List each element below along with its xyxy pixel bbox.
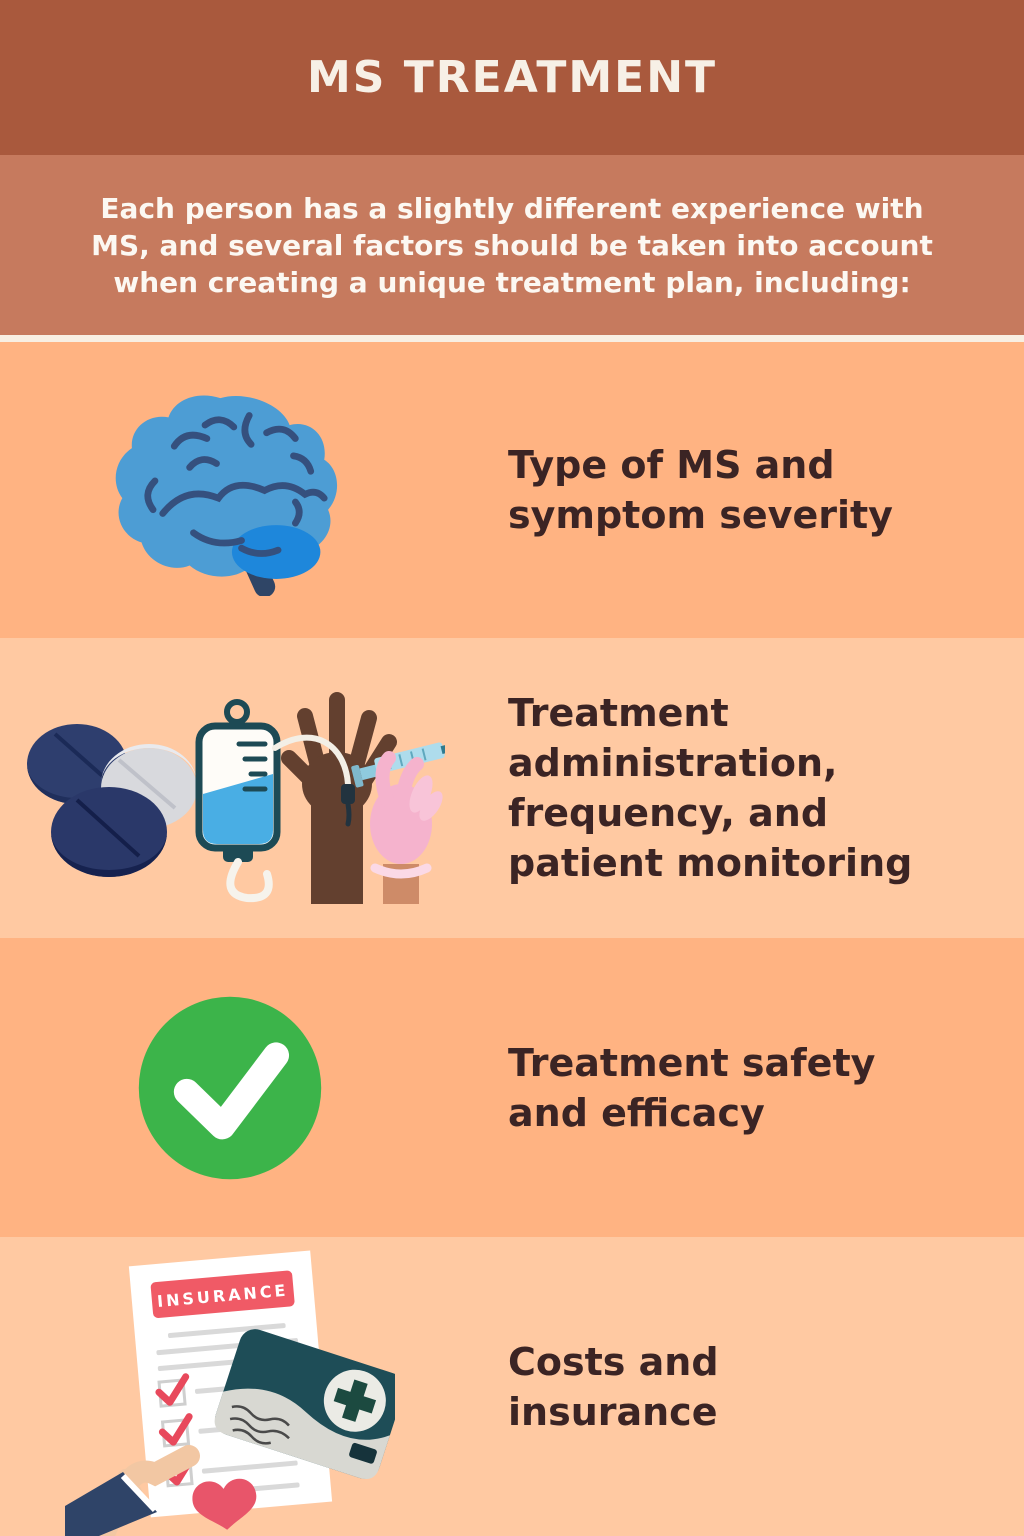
- intro-text: Each person has a slightly different exp…: [91, 191, 933, 299]
- section-divider: [0, 335, 1024, 342]
- page-title: MS TREATMENT: [306, 52, 718, 103]
- medication-administration-icon: [0, 672, 460, 904]
- brain-icon: [0, 384, 460, 596]
- hand-icon: [65, 1445, 200, 1536]
- row-label-administration: Treatment administration, frequency, and…: [508, 691, 913, 885]
- brain-icon-svg: [115, 395, 338, 596]
- pills-icon: [27, 724, 197, 877]
- arm-icon: [272, 692, 397, 904]
- checkmark-icon: [0, 992, 460, 1184]
- syringe-hand-icon: [351, 742, 445, 904]
- row-safety: Treatment safety and efficacy: [0, 938, 1024, 1237]
- row-label-type-of-ms: Type of MS and symptom severity: [508, 443, 893, 537]
- intro-section: Each person has a slightly different exp…: [0, 155, 1024, 335]
- row-label-costs: Costs and insurance: [508, 1339, 719, 1434]
- row-costs: INSURANCE: [0, 1237, 1024, 1536]
- header: MS TREATMENT: [0, 0, 1024, 155]
- iv-bag-icon: [195, 699, 281, 903]
- medication-administration-svg: [27, 692, 445, 904]
- row-administration: Treatment administration, frequency, and…: [0, 638, 1024, 938]
- insurance-icon-svg: INSURANCE: [65, 1250, 395, 1536]
- insurance-card: [214, 1329, 395, 1480]
- row-type-of-ms: Type of MS and symptom severity: [0, 342, 1024, 638]
- insurance-icon: INSURANCE: [0, 1240, 460, 1536]
- checkmark-icon-svg: [138, 996, 322, 1179]
- row-label-safety: Treatment safety and efficacy: [508, 1040, 876, 1135]
